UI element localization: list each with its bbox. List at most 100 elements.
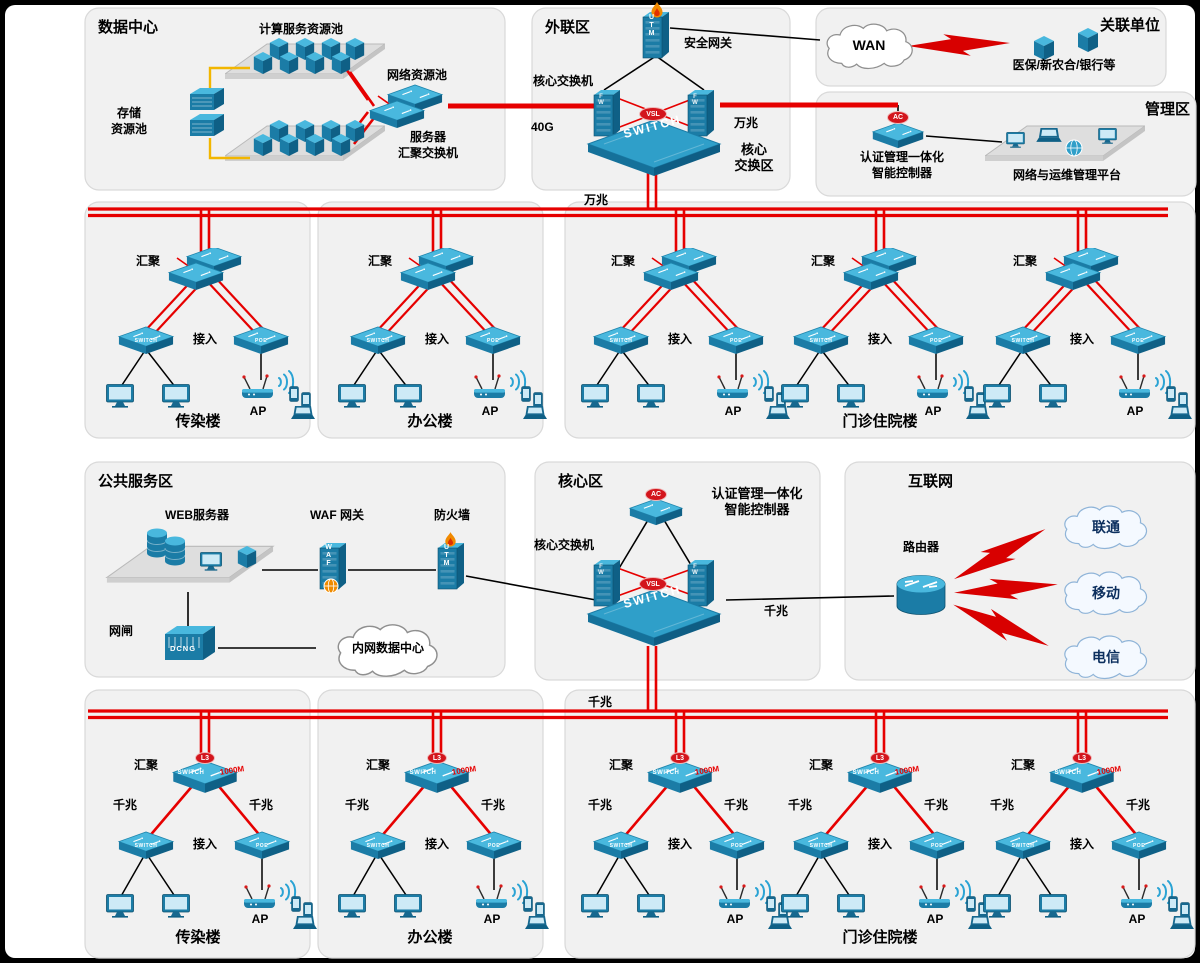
access-label: 接入 [867, 332, 892, 346]
web-server-label: WEB服务器 [165, 508, 229, 522]
poe-device-text: POE [254, 338, 268, 344]
ap-label: AP [1126, 404, 1144, 418]
ac-to-ops-platform [925, 135, 1003, 143]
ap-label: AP [251, 912, 269, 926]
switch-device-text: SWITCH [809, 338, 833, 344]
backbone-buses [88, 207, 1168, 720]
aggregation-label: 汇聚 [610, 254, 635, 268]
database-icon [164, 536, 186, 566]
aggregation-label: 汇聚 [135, 254, 160, 268]
ap-label: AP [1128, 912, 1146, 926]
access-label: 接入 [667, 837, 692, 851]
utm-to-wan-link [669, 27, 821, 41]
utm-security-gateway [642, 11, 670, 59]
pc-icon [338, 894, 366, 918]
access-label: 接入 [867, 837, 892, 851]
poe-device-text: POE [929, 338, 943, 344]
aggregation-switch-stack [644, 248, 716, 290]
phone-icon [1180, 902, 1190, 918]
tree-wiring [581, 248, 790, 419]
pc-icon [983, 894, 1011, 918]
access-label: 接入 [424, 837, 449, 851]
gigabit-link-label: 千兆 [480, 798, 505, 812]
public-service-title: 公共服务区 [98, 473, 174, 490]
gigabit-link-label: 千兆 [923, 798, 948, 812]
core-zone-title: 核心区 [558, 473, 604, 490]
ap-label: AP [926, 912, 944, 926]
access-label: 接入 [192, 837, 217, 851]
tree-wiring [983, 248, 1192, 419]
fw-module-text: FW [598, 564, 604, 576]
pc-icon [162, 894, 190, 918]
building-name: 传染楼 [175, 929, 221, 946]
building-access-tree: 汇聚 接入 SWITCH POE AP [765, 248, 995, 440]
aggregation-label: 汇聚 [133, 758, 158, 772]
access-label: 接入 [1069, 837, 1094, 851]
ac-badge: AC [645, 488, 667, 501]
switch-device-text: SWITCH [134, 338, 158, 344]
intranet-dc-label: 内网数据中心 [351, 641, 424, 655]
building-access-tree: 汇聚 L3 SWITCH 1000M 千兆 千兆 接入 SWITCH POE A… [967, 752, 1197, 944]
switch-device-text: SWITCH [609, 843, 633, 849]
fw-module-text: FW [692, 94, 698, 106]
poe-device-text: POE [730, 843, 744, 849]
phone-icon [1178, 392, 1188, 408]
building-access-tree: 汇聚 接入 SWITCH POE AP [90, 248, 320, 440]
black-links [187, 27, 1003, 649]
poe-device-text: POE [930, 843, 944, 849]
wireless-ap-icon [1120, 884, 1153, 909]
building-access-tree: 汇聚 L3 SWITCH 1000M 千兆 千兆 接入 SWITCH POE A… [765, 752, 995, 944]
pc-icon [637, 894, 665, 918]
core-to-router [725, 595, 895, 601]
l3-badge: L3 [670, 752, 690, 764]
gigabit-link-label: 千兆 [723, 798, 748, 812]
ap-label: AP [481, 404, 499, 418]
gigabit-link-label: 千兆 [787, 798, 812, 812]
server-agg-label: 汇聚交换机 [397, 146, 458, 160]
core-area-label: 交换区 [734, 158, 774, 173]
tree-wiring [581, 760, 792, 929]
gigabit-link-label: 千兆 [587, 798, 612, 812]
storage-array-icon [189, 87, 225, 111]
zone-building-outpatient-top [564, 201, 1196, 439]
internet-router [896, 574, 946, 616]
l3-badge: L3 [195, 752, 215, 764]
switch-device-text: SWITCH [652, 770, 680, 776]
access-label: 接入 [424, 332, 449, 346]
zone-building-infectious-bottom [84, 689, 311, 959]
core-switch-label: 核心交换机 [533, 74, 594, 88]
wireless-ap-icon [473, 374, 506, 399]
pc-icon [581, 894, 609, 918]
fw-module-text: FW [692, 564, 698, 576]
switch-device-text: SWITCH [134, 843, 158, 849]
laptop-icon [523, 406, 547, 419]
aggregation-label: 汇聚 [367, 254, 392, 268]
access-label: 接入 [667, 332, 692, 346]
bottom-bus-speed-label: 千兆 [587, 695, 612, 709]
phone-icon [521, 386, 531, 402]
compute-pool-label: 计算服务资源池 [258, 22, 343, 36]
ap-label: AP [726, 912, 744, 926]
firewall-label: 防火墙 [433, 508, 470, 522]
zone-building-office-top [317, 201, 544, 439]
poe-device-text: POE [255, 843, 269, 849]
ap-label: AP [483, 912, 501, 926]
zone-boxes [84, 7, 1197, 959]
partners-title: 关联单位 [1099, 17, 1160, 34]
tree-wiring [781, 248, 990, 419]
management-title: 管理区 [1144, 101, 1190, 118]
pc-icon [162, 384, 190, 408]
gigabit-link-label: 千兆 [344, 798, 369, 812]
poe-device-text: POE [487, 843, 501, 849]
ac-badge: AC [887, 111, 909, 124]
ops-platform-label: 网络与运维管理平台 [1012, 168, 1121, 182]
database-icon [146, 528, 168, 558]
gigabit-link-label: 千兆 [248, 798, 273, 812]
pc-icon [1039, 894, 1067, 918]
router-label: 路由器 [902, 540, 939, 554]
aggregation-label: 汇聚 [608, 758, 633, 772]
building-access-tree: 汇聚 接入 SWITCH POE AP [565, 248, 795, 440]
utm-device-text: UTM [443, 544, 450, 568]
internet-title: 互联网 [908, 473, 954, 490]
